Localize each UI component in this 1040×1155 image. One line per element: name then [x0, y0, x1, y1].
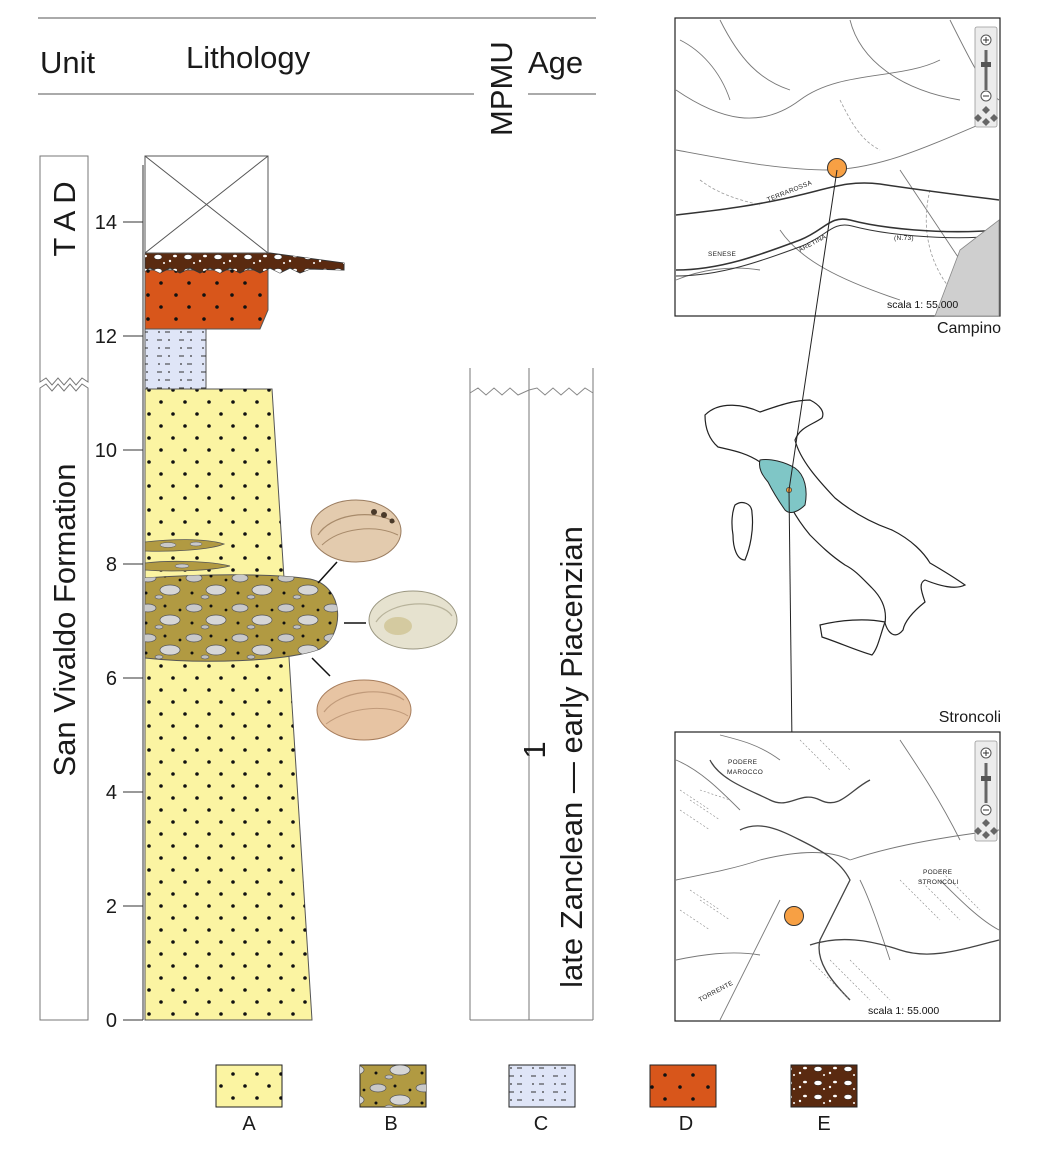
column-header: Unit Lithology MPMU Age	[38, 17, 596, 136]
legend-item-c: C	[508, 1064, 576, 1135]
depth-ticks: 0 2 4 6 8 10 12 14	[95, 212, 143, 1032]
map-label-marocco: MAROCCO	[727, 769, 763, 776]
mpmu-value: 1	[517, 741, 552, 758]
map-label-podere-2: PODERE	[923, 869, 953, 876]
legend-label-e: E	[817, 1113, 830, 1135]
depth-tick-label: 2	[106, 896, 117, 918]
lithology-layer-c	[144, 328, 207, 390]
depth-tick-label: 10	[95, 440, 117, 462]
lithology-layer-d	[144, 269, 269, 330]
stroncoli-scale: scala 1: 55.000	[868, 1005, 939, 1017]
map-label-stroncoli: STRONCOLI	[918, 879, 959, 886]
legend-item-e: E	[790, 1064, 858, 1135]
covered-interval	[144, 155, 269, 254]
zoom-control-campino	[974, 26, 998, 128]
map-campino: TERRAROSSA SENESE ARETINA (N.73) scala 1…	[674, 17, 1001, 337]
italy-map	[704, 399, 967, 656]
map-label-podere-1: PODERE	[728, 759, 758, 766]
shell-top	[310, 499, 402, 563]
lithology-column	[144, 155, 345, 1021]
stroncoli-name: Stroncoli	[939, 709, 1001, 726]
campino-scale: scala 1: 55.000	[887, 299, 958, 311]
unit-column: T A D San Vivaldo Formation	[39, 155, 89, 1021]
lithology-legend: A B C D E	[215, 1064, 858, 1135]
depth-tick-label: 4	[106, 782, 117, 804]
campino-name: Campino	[937, 320, 1001, 337]
legend-item-d: D	[649, 1064, 717, 1135]
depth-axis: 0 2 4 6 8 10 12 14	[95, 165, 144, 1032]
depth-tick-label: 12	[95, 326, 117, 348]
mpmu-age-columns: 1 late Zanclean — early Piacenzian	[469, 368, 594, 1021]
unit-san-vivaldo-label: San Vivaldo Formation	[47, 463, 82, 776]
lithology-layer-e	[144, 252, 345, 274]
shell-middle	[368, 590, 458, 650]
age-value: late Zanclean — early Piacenzian	[554, 526, 589, 988]
conglomerate-lens-small	[144, 539, 231, 572]
legend-label-c: C	[534, 1113, 548, 1135]
lithology-header: Lithology	[186, 40, 311, 75]
unit-header: Unit	[40, 45, 96, 80]
legend-label-a: A	[242, 1113, 256, 1135]
map-label-senese: SENESE	[708, 251, 737, 258]
map-label-n73: (N.73)	[894, 235, 914, 242]
depth-tick-label: 8	[106, 554, 117, 576]
conglomerate-lens-main	[144, 574, 339, 662]
mpmu-header: MPMU	[484, 41, 519, 136]
fossil-shells	[310, 499, 458, 741]
zoom-control-stroncoli	[974, 740, 998, 842]
age-header: Age	[528, 45, 583, 80]
depth-tick-label: 0	[106, 1010, 117, 1032]
legend-label-b: B	[384, 1113, 397, 1135]
shell-bottom	[316, 679, 412, 741]
depth-tick-label: 6	[106, 668, 117, 690]
legend-item-b: B	[359, 1064, 427, 1135]
legend-label-d: D	[679, 1113, 693, 1135]
depth-tick-label: 14	[95, 212, 117, 234]
sicily	[819, 619, 886, 656]
stroncoli-locality-marker	[784, 906, 804, 926]
unit-tad-label: T A D	[47, 181, 82, 256]
campino-locality-marker	[827, 158, 847, 178]
sardinia	[731, 502, 754, 561]
map-stroncoli: Stroncoli PODERE MAROCCO PODERE	[674, 709, 1001, 1022]
lithology-layer-a	[144, 388, 313, 1021]
legend-item-a: A	[215, 1064, 283, 1135]
